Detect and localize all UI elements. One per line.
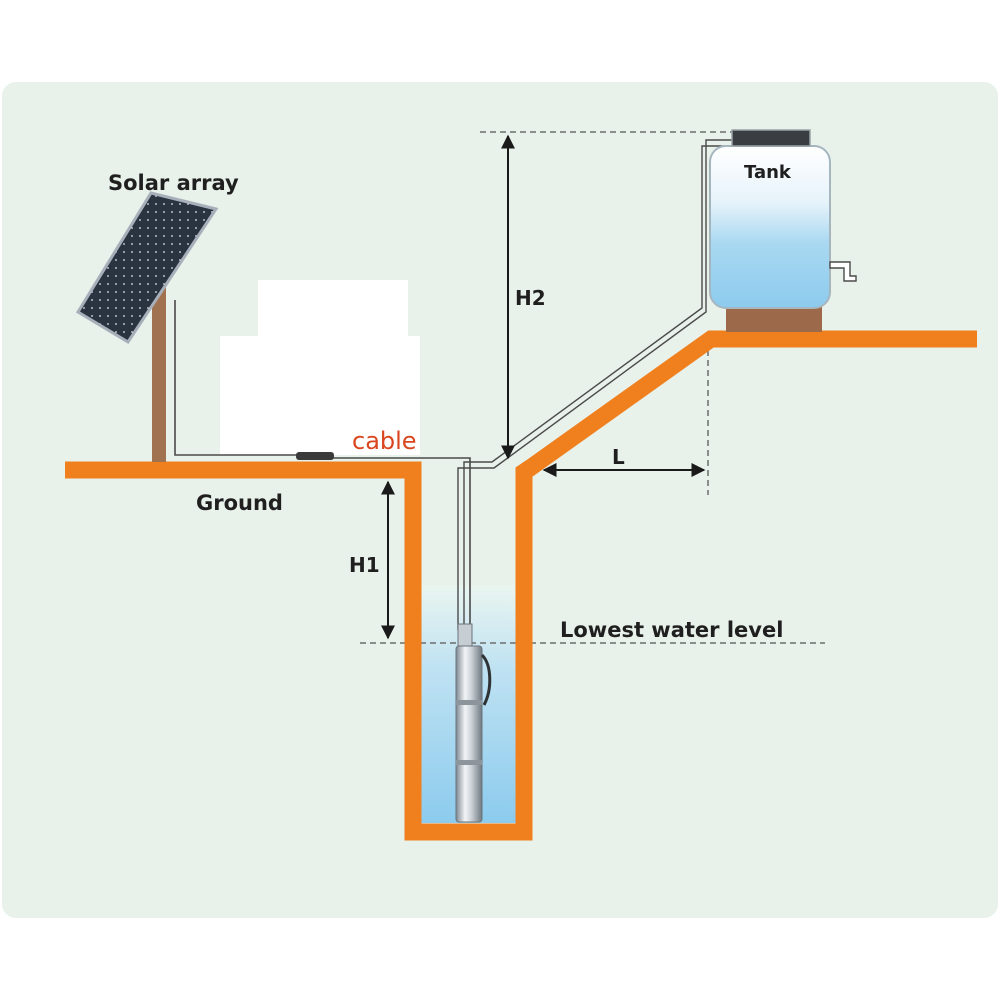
label-h2: H2 [515,286,546,310]
label-lowest-water-level: Lowest water level [560,618,783,642]
tank-lid [731,129,811,147]
label-cable: cable [352,427,417,455]
cable-connector [296,452,334,460]
ground-line [65,330,977,841]
label-ground: Ground [196,491,283,515]
water-pipe [457,139,734,630]
label-solar-array: Solar array [108,171,239,195]
tank-tap-icon [829,261,857,282]
solar-panel [75,191,219,345]
submersible-pump-icon [455,623,492,823]
water-pipe-inner [463,145,734,630]
blank-area [220,280,420,455]
label-tank: Tank [744,162,792,183]
tank-base [726,305,822,332]
label-h1: H1 [349,553,380,577]
label-l: L [612,445,625,469]
solar-panel-pole [152,280,166,462]
